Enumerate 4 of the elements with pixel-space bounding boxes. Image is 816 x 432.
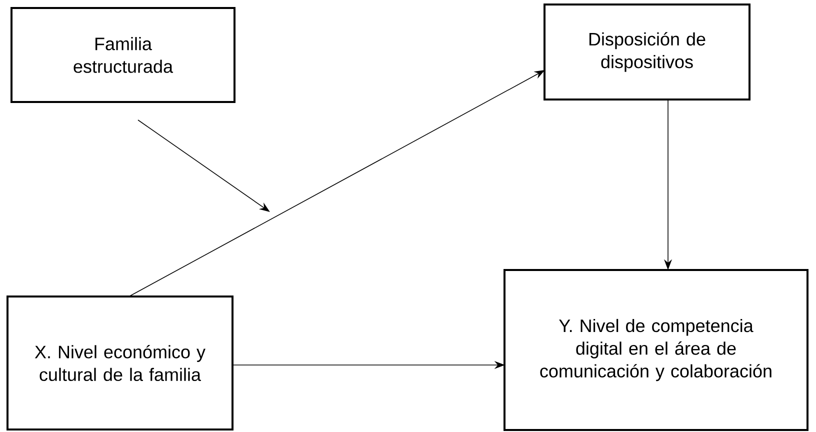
process-box: Y. Nivel de competencia digital en el área de comunicación y colaboración xyxy=(504,269,809,431)
process-box: X. Nivel económico y cultural de la familia xyxy=(6,296,234,430)
process-box: Disposición de dispositivos xyxy=(544,4,750,100)
process-box: Familia estructurada xyxy=(10,7,236,103)
